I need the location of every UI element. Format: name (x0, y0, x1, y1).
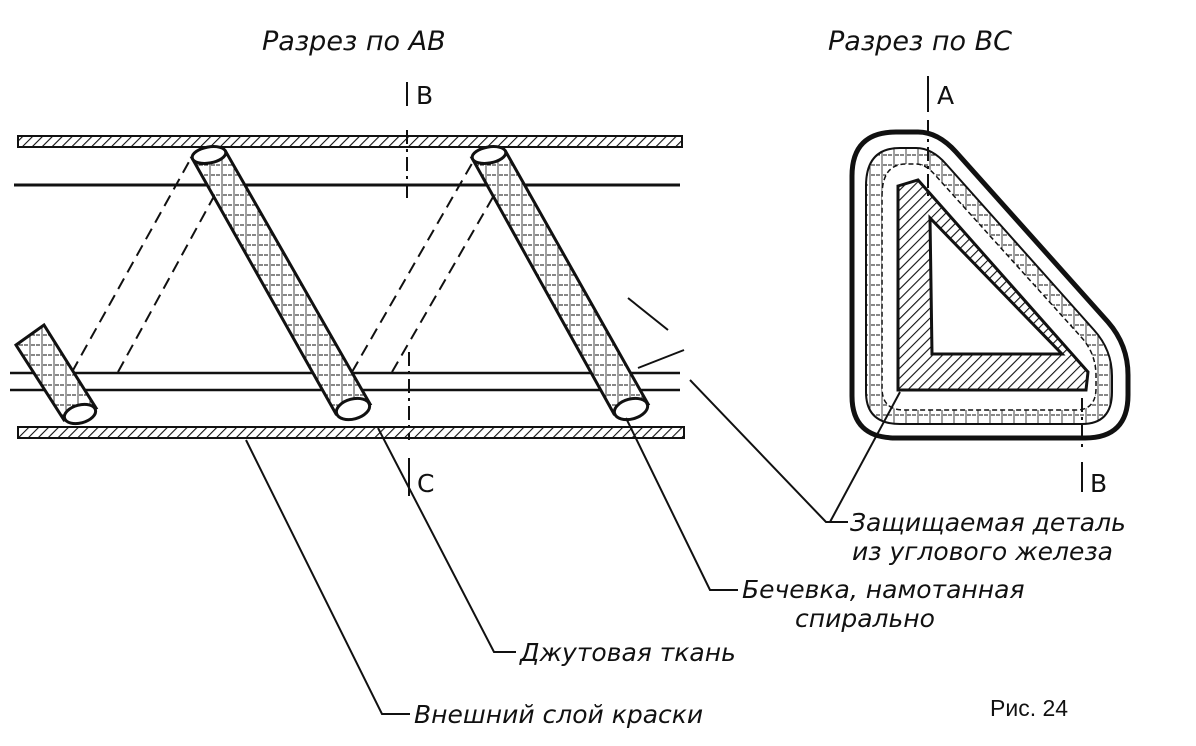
leader-jute (377, 427, 516, 653)
leader-paint (245, 439, 410, 715)
top-angle-flange (17, 135, 683, 148)
leader-lines (245, 379, 901, 715)
rope-winding-partial (13, 322, 99, 426)
leader-angle-iron-left (689, 379, 848, 523)
callout-jute: Джутовая ткань (519, 638, 736, 667)
callout-angle-iron-line2: из углового железа (852, 537, 1113, 566)
leader-twine (625, 417, 738, 591)
hidden-windings (71, 159, 505, 373)
letter-b-top: B (416, 81, 433, 110)
callout-angle-iron-line1: Защищаемая деталь (850, 508, 1126, 537)
rope-winding-2 (469, 145, 651, 422)
angle-reference-tick (627, 297, 669, 331)
section-ab-view: B C (10, 81, 685, 498)
section-bc-view: A B (849, 76, 1131, 498)
angle-reference-tick-2 (637, 349, 685, 369)
bottom-angle-flange (17, 426, 685, 439)
title-section-ab: Разрез по АВ (262, 26, 446, 57)
letter-c-bottom: C (417, 469, 434, 498)
letter-b-bottom: B (1090, 469, 1107, 498)
title-section-bc: Разрез по ВС (828, 26, 1012, 57)
rope-winding-1 (189, 145, 373, 422)
callout-twine-line2: спирально (795, 604, 935, 633)
callout-paint: Внешний слой краски (414, 700, 703, 729)
section-line-ab (927, 76, 1083, 492)
letter-a-top: A (937, 81, 954, 110)
figure-caption: Рис. 24 (990, 695, 1068, 721)
leader-angle-iron-right (829, 391, 901, 523)
angle-iron-interior (928, 214, 1066, 356)
callout-twine-line1: Бечевка, намотанная (742, 575, 1024, 604)
